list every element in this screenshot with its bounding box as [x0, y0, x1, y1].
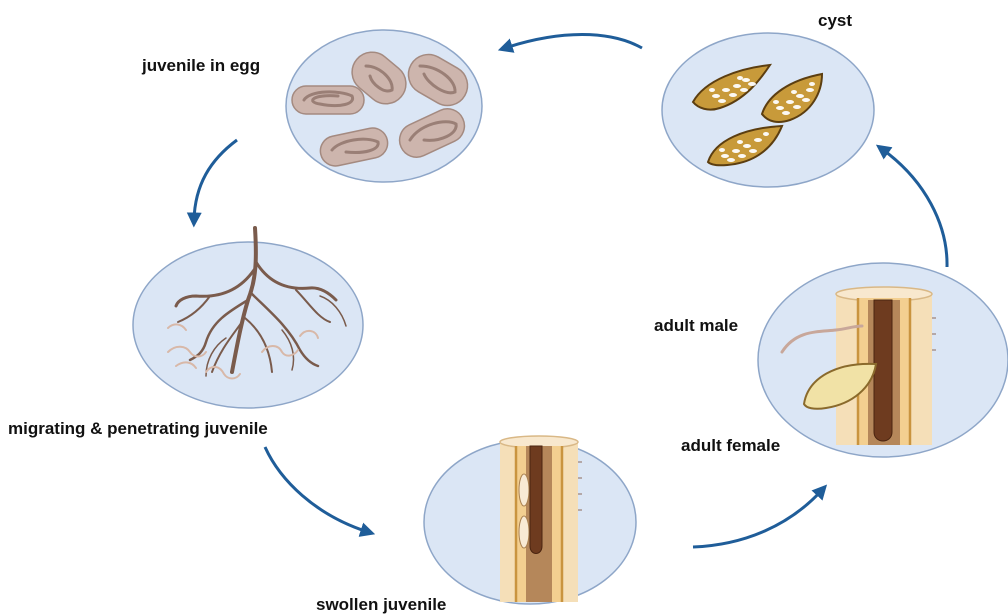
- arrow-adult-to-cyst: [882, 149, 947, 267]
- root-section-icon: [500, 436, 582, 602]
- stage-label-adult-male: adult male: [654, 317, 738, 334]
- migrating-stage: [133, 228, 363, 408]
- arrow-migrating-to-swollen: [265, 447, 368, 532]
- arrow-swollen-to-adult: [693, 490, 822, 547]
- adult-stage: [758, 263, 1008, 457]
- egg-icon: [292, 86, 364, 114]
- stage-label-cyst: cyst: [818, 12, 852, 29]
- arrow-cyst-to-egg: [505, 35, 642, 49]
- stage-label-adult-female: adult female: [681, 437, 780, 454]
- migrating-circle: [133, 242, 363, 408]
- egg-stage: [286, 30, 482, 182]
- cyst-stage: [662, 33, 874, 187]
- stage-label-juvenile-in-egg: juvenile in egg: [142, 57, 260, 74]
- stage-label-swollen-juvenile: swollen juvenile: [316, 596, 446, 613]
- arrow-egg-to-migrating: [194, 140, 237, 220]
- stage-label-migrating-juvenile: migrating & penetrating juvenile: [8, 420, 268, 437]
- swollen-stage: [424, 436, 636, 604]
